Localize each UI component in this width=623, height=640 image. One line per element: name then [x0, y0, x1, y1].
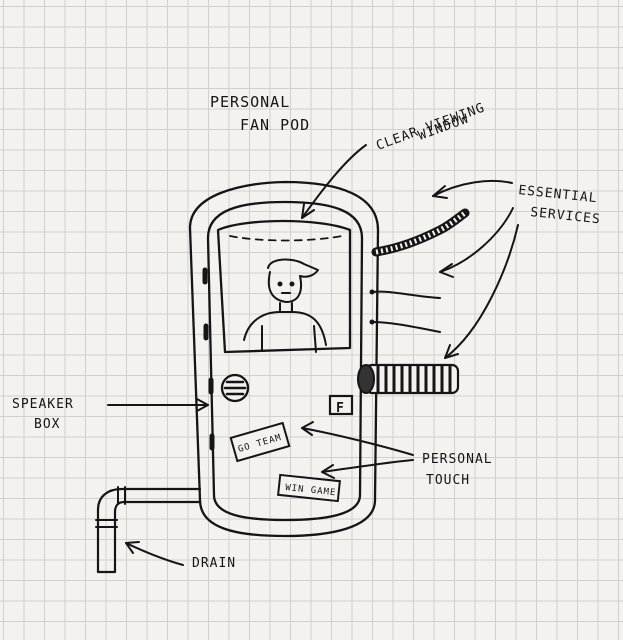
services-label-line-1: ESSENTIAL	[518, 183, 599, 206]
touch-label-line-2: TOUCH	[426, 473, 470, 488]
sticker-win-game: WIN GAME	[277, 473, 341, 503]
speaker-box	[220, 373, 250, 403]
drain-arrow	[125, 541, 184, 566]
service-cables	[371, 290, 441, 333]
cable-port-1	[369, 289, 375, 295]
person-figure	[243, 258, 327, 353]
sticker-go-team: GO TEAM	[229, 421, 291, 463]
services-label-line-2: SERVICES	[530, 205, 602, 227]
switch-panel: F	[328, 394, 354, 416]
switch-label: F	[336, 401, 345, 416]
title-line-2: FAN POD	[240, 116, 310, 134]
drain-pipe	[95, 486, 202, 574]
touch-label-line-1: PERSONAL	[422, 452, 493, 467]
services-label: ESSENTIAL SERVICES	[518, 183, 602, 227]
cable-port-2	[369, 319, 375, 325]
drain-label: DRAIN	[192, 556, 236, 571]
speaker-arrow	[107, 398, 209, 412]
lower-hose	[357, 363, 460, 395]
speaker-label-line-1: SPEAKER	[12, 397, 74, 412]
window-arrow	[301, 144, 367, 219]
services-arrows	[432, 179, 519, 359]
speaker-label-line-2: BOX	[34, 417, 60, 432]
pod-body	[188, 180, 380, 538]
upper-hose	[371, 208, 470, 257]
title-line-1: PERSONAL	[210, 93, 290, 111]
window-label: CLEAR VIEWING WINDOW	[374, 100, 487, 153]
title: PERSONAL FAN POD	[210, 93, 310, 134]
touch-arrows	[301, 421, 414, 479]
door-hinges	[202, 267, 215, 451]
viewing-window	[216, 219, 352, 354]
touch-label: PERSONAL TOUCH	[422, 452, 493, 488]
speaker-label: SPEAKER BOX	[12, 397, 74, 432]
